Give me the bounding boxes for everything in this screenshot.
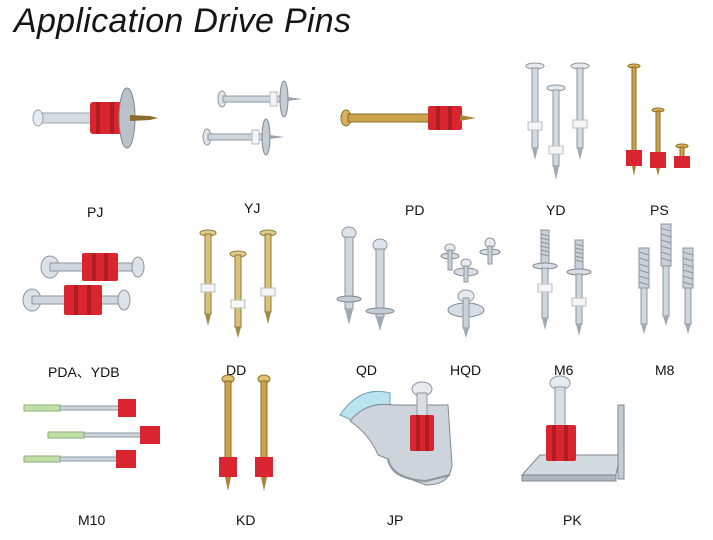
m8-pin-image	[634, 220, 704, 340]
dd-label: DD	[226, 362, 247, 378]
pj-pin-icon	[32, 87, 158, 149]
qd-pin-icon	[336, 226, 395, 331]
pj-label: PJ	[87, 204, 104, 220]
yj-label: YJ	[244, 200, 261, 216]
hqd-pin-icon	[440, 237, 501, 338]
pd-pin-image	[340, 98, 480, 138]
hqd-label: HQD	[450, 362, 482, 378]
dd-pin-image	[192, 228, 282, 340]
jp-clip-pin-image	[330, 375, 480, 490]
yj-pin-icon	[202, 80, 302, 156]
yd-pin-icon	[525, 62, 590, 180]
jp-clip-pin-icon	[339, 381, 453, 486]
m6-pin-icon	[532, 229, 592, 336]
qd-pin-image	[330, 225, 420, 335]
pda-ydb-pin-icon	[22, 253, 145, 315]
pk-label: PK	[563, 512, 582, 528]
m10-label: M10	[78, 512, 106, 528]
qd-label: QD	[356, 362, 377, 378]
hqd-pin-image	[438, 232, 503, 342]
ps-label: PS	[650, 202, 669, 218]
pd-label: PD	[405, 202, 425, 218]
jp-label: JP	[387, 512, 404, 528]
ps-pin-image	[618, 62, 698, 182]
m6-label: M6	[554, 362, 574, 378]
pda-ydb-pin-image	[20, 245, 150, 320]
pk-plate-pin-image	[520, 375, 635, 495]
m6-pin-image	[528, 228, 603, 338]
m8-pin-icon	[638, 223, 694, 334]
pda-ydb-label: PDA、YDB	[48, 364, 120, 380]
yj-pin-image	[198, 70, 308, 160]
kd-pin-image	[212, 373, 282, 495]
pk-plate-pin-icon	[520, 375, 625, 482]
yd-label: YD	[546, 202, 566, 218]
pj-pin-image	[30, 80, 170, 150]
ps-pin-icon	[626, 63, 690, 176]
m8-label: M8	[655, 362, 675, 378]
yd-pin-image	[516, 60, 596, 185]
m10-pin-icon	[23, 399, 160, 468]
dd-pin-icon	[199, 229, 277, 338]
page-title: Application Drive Pins	[14, 2, 352, 40]
kd-pin-icon	[219, 374, 273, 491]
pd-pin-icon	[340, 106, 476, 130]
kd-label: KD	[236, 512, 256, 528]
m10-pin-image	[22, 395, 167, 475]
